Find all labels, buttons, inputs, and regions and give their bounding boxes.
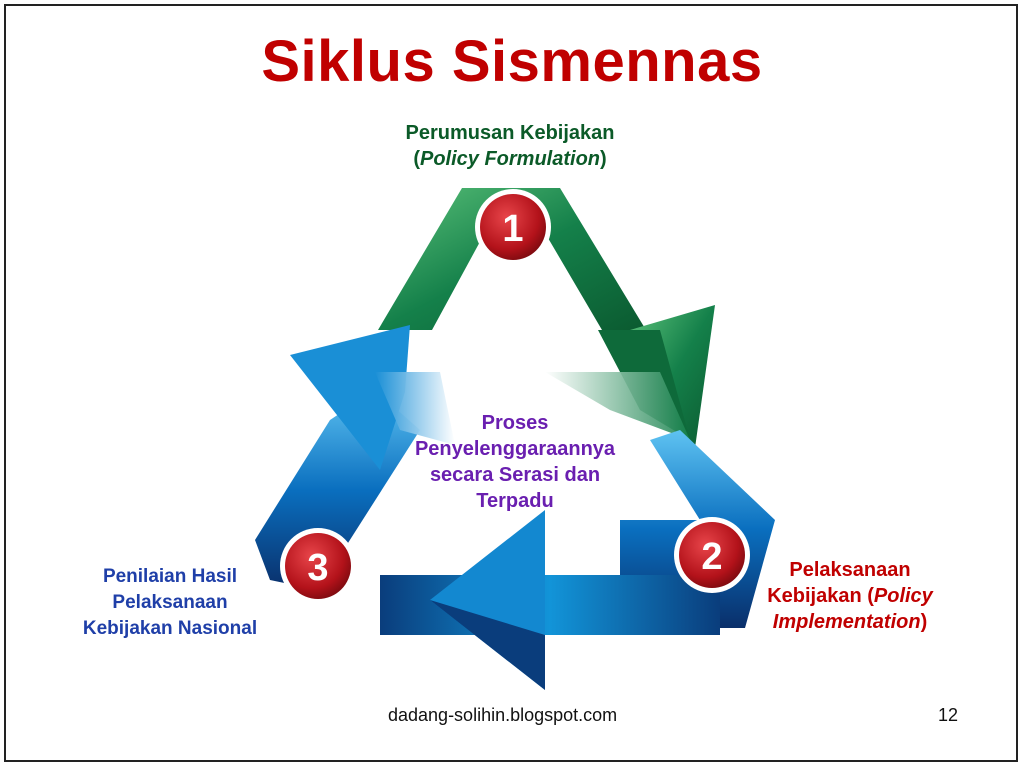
step-2-line2: Kebijakan (Policy [767, 585, 933, 607]
step-3-line3: Kebijakan Nasional [82, 618, 258, 639]
slide-title: Siklus Sismennas [261, 29, 763, 94]
step-2-label: Pelaksanaan Kebijakan (Policy Implementa… [740, 557, 960, 635]
badge-1: 1 [475, 189, 551, 265]
badge-2: 2 [674, 517, 750, 593]
step-1-line1: Perumusan Kebijakan [405, 122, 615, 144]
step-3-label: Penilaian Hasil Pelaksanaan Kebijakan Na… [50, 564, 290, 642]
page-number: 12 [938, 705, 959, 725]
center-text: Proses Penyelenggaraannya secara Serasi … [390, 410, 640, 514]
center-line1: Proses [481, 412, 549, 434]
slide-frame [4, 4, 1018, 762]
badge-1-number: 1 [502, 208, 523, 250]
center-line2: Penyelenggaraannya [414, 438, 616, 460]
green-arrow [378, 188, 715, 448]
step-3-line2: Pelaksanaan [112, 592, 228, 613]
step-2-line3: Implementation) [772, 611, 928, 633]
footer-source: dadang-solihin.blogspot.com [388, 705, 618, 725]
step-3-line1: Penilaian Hasil [102, 566, 238, 587]
badge-3-number: 3 [307, 547, 328, 589]
step-2-line1: Pelaksanaan [789, 559, 911, 581]
step-1-line2: (Policy Formulation) [413, 148, 607, 170]
center-line4: Terpadu [476, 490, 554, 512]
center-line3: secara Serasi dan [429, 464, 601, 486]
badge-2-number: 2 [701, 536, 722, 578]
step-1-label: Perumusan Kebijakan (Policy Formulation) [340, 120, 680, 172]
badge-3: 3 [280, 528, 356, 604]
